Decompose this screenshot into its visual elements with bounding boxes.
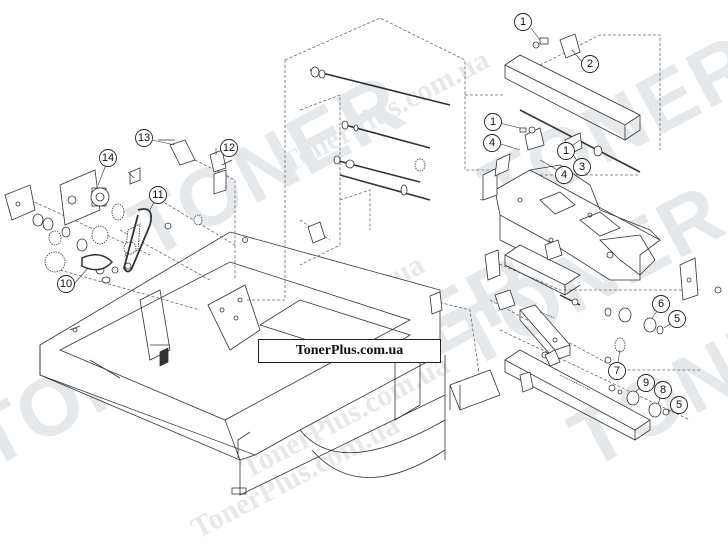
callout-13-label: 13 xyxy=(138,132,150,144)
callout-10 xyxy=(57,275,75,293)
callout-5 xyxy=(668,310,686,328)
callout-1c xyxy=(557,142,575,160)
site-banner: TonerPlus.com.ua xyxy=(258,339,441,363)
callout-9 xyxy=(637,374,655,392)
callout-11-label: 11 xyxy=(152,189,163,201)
lower-guide-rail xyxy=(504,349,651,441)
callout-1c-label: 1 xyxy=(563,145,569,157)
upper-guide-rail xyxy=(504,33,641,156)
callout-1b xyxy=(484,113,502,131)
callout-14 xyxy=(99,149,117,167)
callout-11 xyxy=(149,186,167,204)
callout-4b-label: 4 xyxy=(561,169,567,181)
callout-5-label: 5 xyxy=(674,313,680,325)
callout-2-label: 2 xyxy=(587,58,593,70)
left-drive-assembly xyxy=(4,139,233,284)
callout-6-label: 6 xyxy=(658,298,664,310)
callout-12 xyxy=(220,139,238,157)
callout-7 xyxy=(608,362,626,380)
callout-9-label: 9 xyxy=(643,377,649,389)
callout-4b xyxy=(555,166,573,184)
callout-14-label: 14 xyxy=(102,152,114,164)
callout-3-label: 3 xyxy=(579,161,585,173)
main-frame-assembly xyxy=(482,153,722,301)
lower-lever-assembly xyxy=(494,289,670,418)
callouts: 1 2 1 3 4 1 4 14 13 12 11 10 6 5 7 9 8 xyxy=(57,13,688,414)
clip-part xyxy=(429,291,443,315)
callout-13 xyxy=(135,129,153,147)
lower-drive-plate xyxy=(484,237,581,306)
callout-4 xyxy=(483,134,501,152)
callout-10-label: 10 xyxy=(60,278,72,290)
callout-5b xyxy=(670,396,688,414)
pad-part xyxy=(449,369,501,411)
callout-7-label: 7 xyxy=(614,365,620,377)
callout-5b-label: 5 xyxy=(676,399,682,411)
callout-1-label: 1 xyxy=(520,16,526,28)
callout-1 xyxy=(514,13,532,31)
callout-12-label: 12 xyxy=(223,142,235,154)
shafts xyxy=(309,66,641,201)
clip-part xyxy=(307,221,326,244)
callout-3 xyxy=(573,158,591,176)
callout-2 xyxy=(581,55,599,73)
callout-8 xyxy=(654,381,672,399)
callout-4-label: 4 xyxy=(489,137,495,149)
callout-1b-label: 1 xyxy=(490,116,496,128)
callout-8-label: 8 xyxy=(660,384,666,396)
callout-6 xyxy=(652,295,670,313)
